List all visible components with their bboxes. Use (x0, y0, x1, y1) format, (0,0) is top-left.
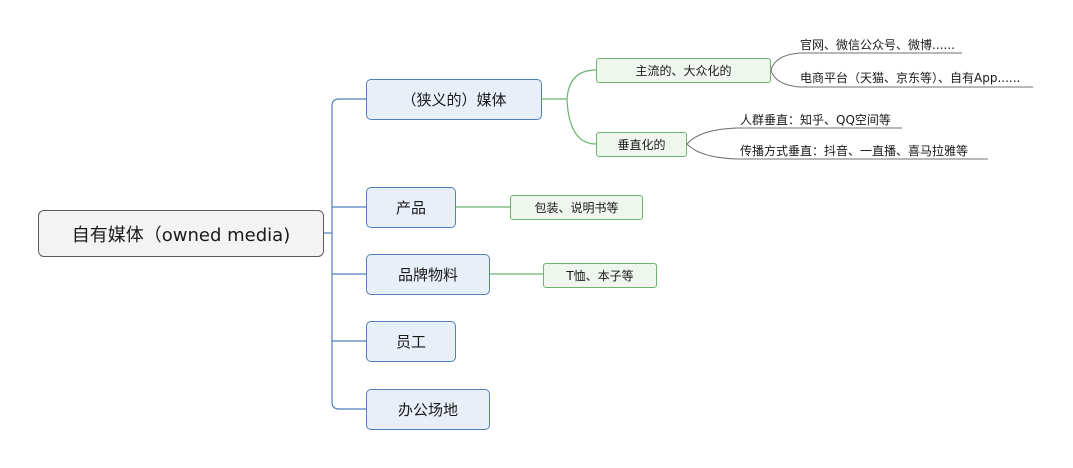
branch-media[interactable]: （狭义的）媒体 (366, 79, 542, 120)
branch-product[interactable]: 产品 (366, 187, 456, 228)
underline-leaf-2 (770, 69, 1033, 88)
branch-brand-materials-label: 品牌物料 (397, 266, 458, 284)
leaf-channel-vertical[interactable]: 传播方式垂直：抖音、一直播、喜马拉雅等 (740, 144, 969, 158)
leaf-official-channels[interactable]: 官网、微信公众号、微博...... (800, 38, 955, 52)
leaf-ecommerce-app[interactable]: 电商平台（天猫、京东等）、自有App...... (800, 71, 1021, 85)
subtopic-packaging-label: 包装、说明书等 (534, 201, 619, 215)
connector-to-vertical (566, 98, 597, 145)
central-topic[interactable]: 自有媒体（owned media) (38, 210, 324, 257)
leaf-audience-vertical[interactable]: 人群垂直：知乎、QQ空间等 (740, 113, 891, 127)
branch-staff[interactable]: 员工 (366, 321, 456, 362)
branch-office[interactable]: 办公场地 (366, 389, 490, 430)
subtopic-tshirt-label: T恤、本子等 (566, 269, 634, 283)
subtopic-mainstream-label: 主流的、大众化的 (635, 64, 732, 78)
subtopic-vertical[interactable]: 垂直化的 (596, 132, 687, 157)
branch-media-label: （狭义的）媒体 (401, 91, 507, 109)
subtopic-tshirt[interactable]: T恤、本子等 (543, 263, 657, 288)
underline-leaf-4 (686, 143, 988, 160)
subtopic-vertical-label: 垂直化的 (617, 138, 666, 152)
central-topic-label: 自有媒体（owned media) (71, 224, 291, 246)
subtopic-mainstream[interactable]: 主流的、大众化的 (596, 58, 771, 83)
subtopic-packaging[interactable]: 包装、说明书等 (510, 195, 643, 220)
underline-leaf-1 (770, 52, 962, 71)
underline-leaf-3 (686, 127, 902, 145)
connector-to-mainstream (566, 69, 597, 100)
connector-to-media (331, 98, 366, 107)
branch-office-label: 办公场地 (397, 401, 458, 419)
branch-brand-materials[interactable]: 品牌物料 (366, 254, 490, 295)
branch-staff-label: 员工 (395, 333, 426, 351)
connector-to-office (331, 401, 366, 410)
branch-product-label: 产品 (395, 199, 426, 217)
